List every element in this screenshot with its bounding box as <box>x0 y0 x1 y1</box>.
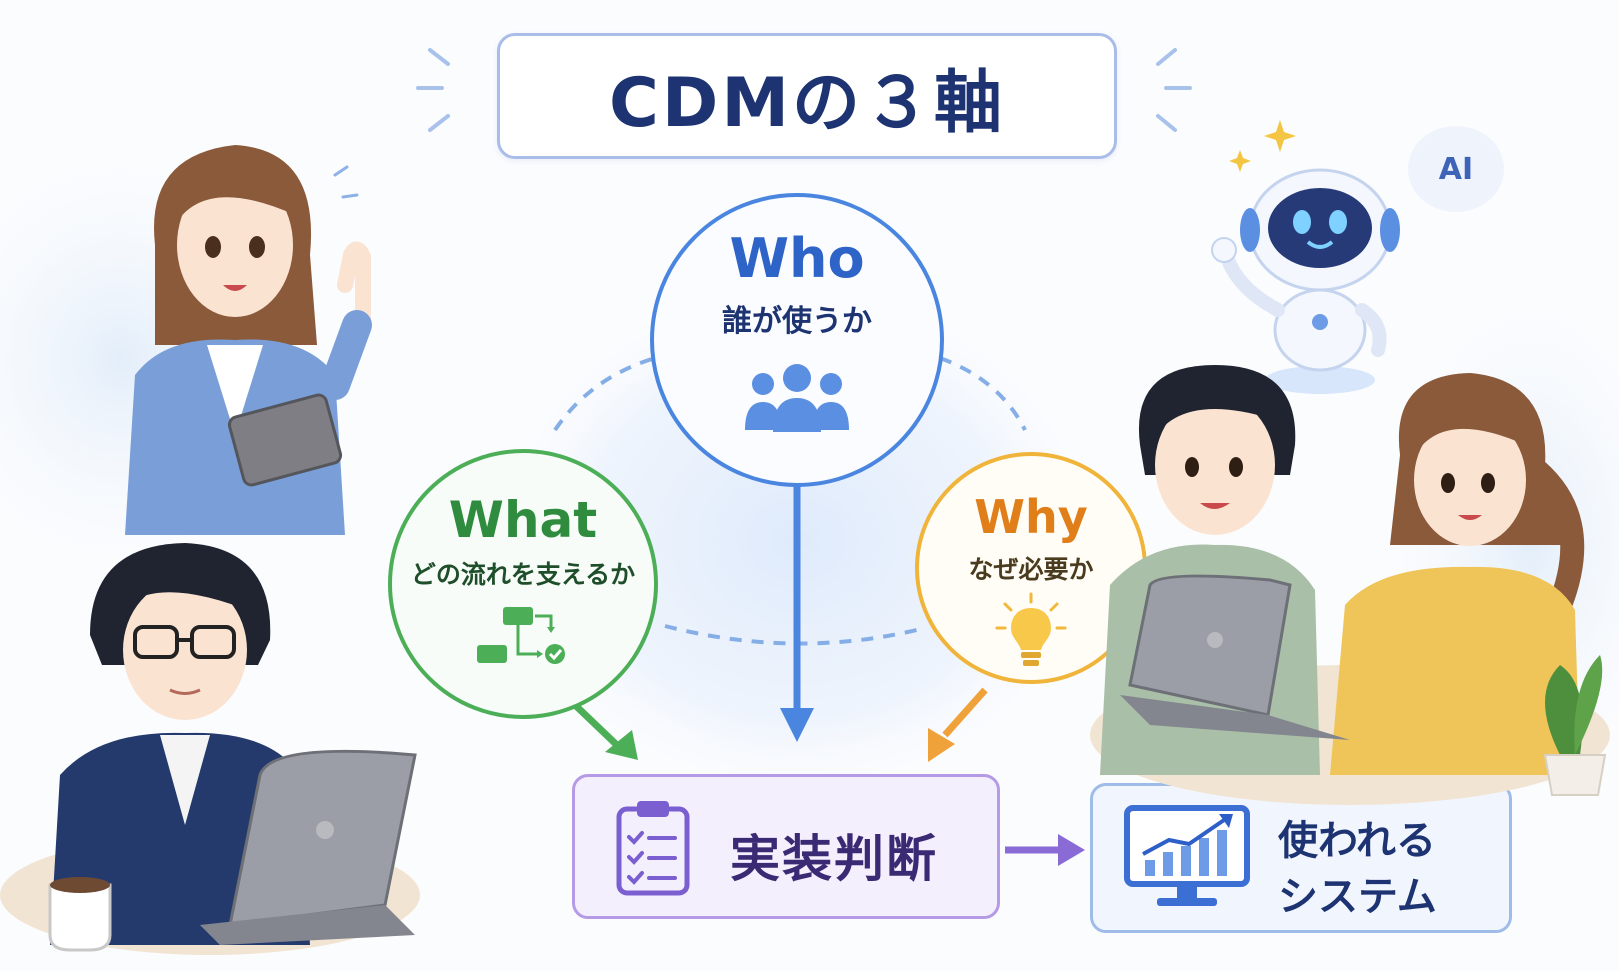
monitor-chart-icon <box>1124 805 1250 906</box>
what-subtitle: どの流れを支えるか <box>410 560 636 589</box>
dashed-arc-left <box>553 356 656 432</box>
result-line-2: システム <box>1278 874 1437 920</box>
arrow-decision-to-result <box>1005 834 1085 866</box>
decision-label: 実装判断 <box>730 830 938 888</box>
result-line-1: 使われる <box>1278 818 1436 864</box>
robot-ai-illustration <box>1211 120 1400 394</box>
who-subtitle: 誰が使うか <box>722 304 872 339</box>
ai-speech-bubble: AI <box>1408 126 1504 212</box>
clipboard-checklist-icon <box>616 801 690 896</box>
ai-badge: AI <box>1438 151 1474 187</box>
man-and-woman-at-laptop-illustration <box>1090 365 1610 805</box>
who-heading: Who <box>729 227 865 290</box>
flowchart-check-icon <box>477 607 565 664</box>
why-subtitle: なぜ必要か <box>968 555 1094 584</box>
why-heading: Why <box>974 490 1088 544</box>
woman-with-tablet-illustration <box>125 145 372 535</box>
title-sparkles <box>416 48 1192 132</box>
people-icon <box>745 364 849 432</box>
page-title: CDMの３軸 <box>608 63 1006 143</box>
what-circle: What どの流れを支えるか <box>388 449 658 719</box>
what-heading: What <box>448 491 598 549</box>
arrow-who-to-decision <box>780 478 814 742</box>
title-box: CDMの３軸 <box>497 33 1117 159</box>
lightbulb-icon <box>995 592 1067 666</box>
decision-box: 実装判断 <box>572 774 1000 919</box>
man-with-glasses-laptop-illustration <box>0 543 420 955</box>
who-circle: Who 誰が使うか <box>650 193 944 487</box>
arrow-what-to-decision <box>572 702 638 760</box>
arrow-why-to-decision <box>928 687 988 762</box>
result-box: 使われる システム <box>1090 783 1512 933</box>
